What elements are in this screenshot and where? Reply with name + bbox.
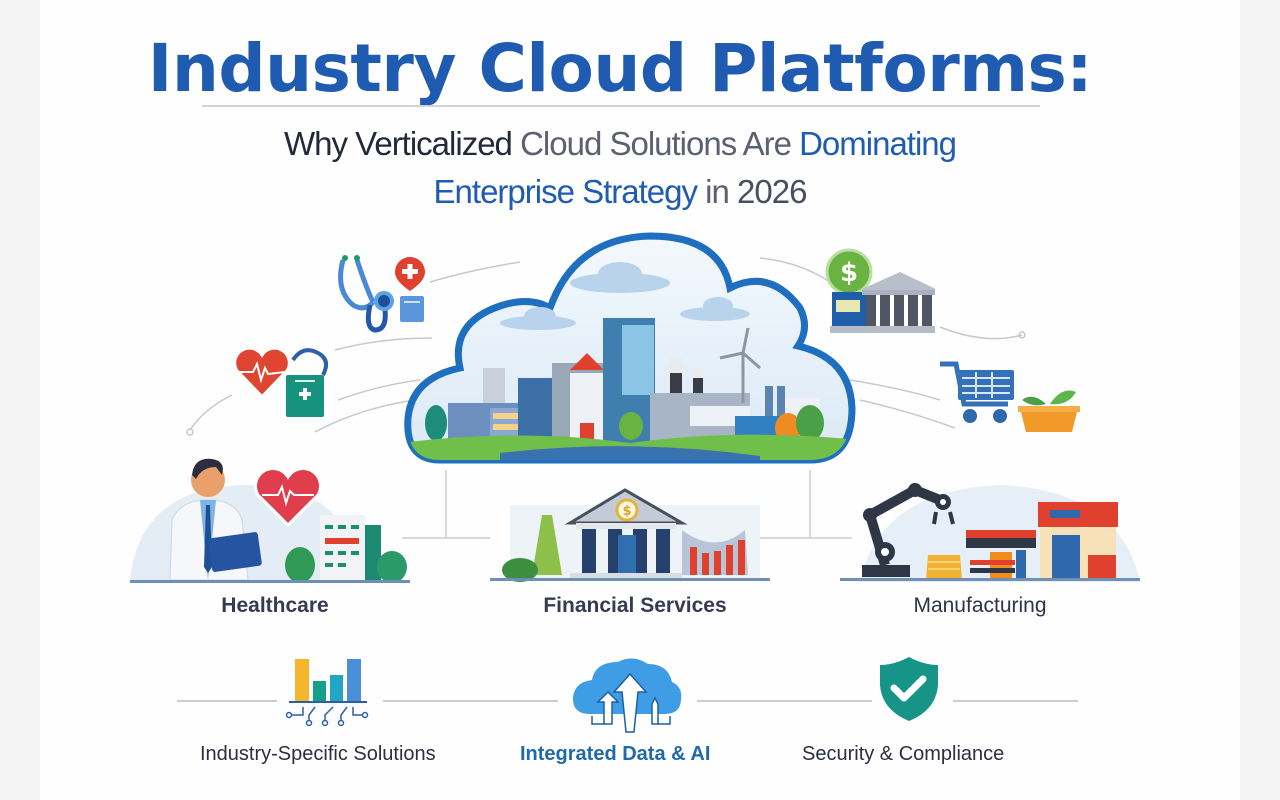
- industry-label-healthcare: Healthcare: [221, 594, 329, 617]
- shield-check-icon: [880, 657, 938, 721]
- feature-label-security-compliance: Security & Compliance: [802, 743, 1005, 765]
- subtitle-part: in: [705, 173, 738, 210]
- title-divider: [202, 105, 1040, 107]
- page-title: Industry Cloud Platforms:: [147, 30, 1093, 107]
- cloud-city-icon: [404, 232, 856, 464]
- subtitle-part: Dominating: [799, 125, 957, 162]
- industry-label-manufacturing: Manufacturing: [913, 594, 1047, 617]
- shopping-cart-icon: [940, 361, 1014, 423]
- medical-kit-icon: [286, 348, 329, 417]
- medical-plus-badge-icon: [395, 257, 425, 291]
- svg-text:$: $: [622, 504, 631, 519]
- heart-pulse-icon: [234, 347, 290, 398]
- subtitle-line-1: Why Verticalized Cloud Solutions Are Dom…: [0, 122, 1240, 166]
- plant-pot-icon: [1018, 390, 1080, 432]
- clipboard-icon: [400, 296, 424, 322]
- feature-label-industry-specific: Industry-Specific Solutions: [200, 743, 436, 765]
- svg-text:$: $: [840, 258, 858, 288]
- doctor-hospital-icon: [130, 458, 410, 583]
- feature-divider: [383, 700, 558, 702]
- dollar-coin-icon: $: [825, 248, 873, 296]
- feature-divider: [697, 700, 872, 702]
- stethoscope-icon: [338, 255, 394, 333]
- robot-arm-factory-icon: [840, 483, 1140, 582]
- bank-building-icon: [830, 272, 935, 333]
- feature-divider: [953, 700, 1078, 702]
- bank-finance-icon: $: [490, 488, 770, 582]
- industry-label-financial-services: Financial Services: [543, 594, 727, 617]
- subtitle-line-2: Enterprise Strategy in 2026: [0, 170, 1240, 214]
- subtitle-part: Cloud Solutions Are: [520, 125, 800, 162]
- bar-chart-circuit-icon: [285, 659, 369, 727]
- subtitle-part: 2026: [737, 173, 807, 210]
- feature-divider: [177, 700, 277, 702]
- cloud-upload-arrows-icon: [572, 658, 682, 733]
- subtitle-part: Why Verticalized: [283, 125, 521, 162]
- subtitle-part: Enterprise Strategy: [433, 173, 706, 210]
- feature-label-integrated-data-ai: Integrated Data & AI: [520, 743, 711, 765]
